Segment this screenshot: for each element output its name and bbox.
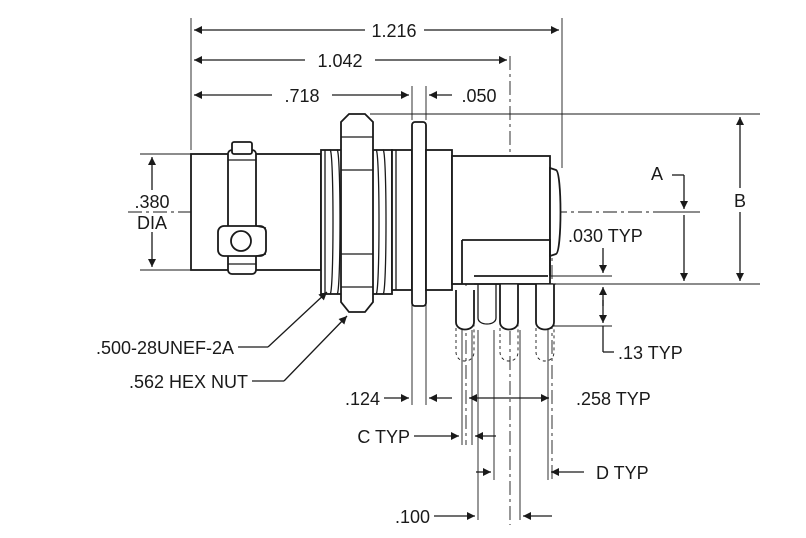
rear-body [425, 149, 562, 291]
mounting-flange [411, 121, 427, 307]
dim-pin-spacing: .258 TYP [576, 389, 651, 409]
dim-length-to-pin-center: 1.042 [317, 51, 362, 71]
pcb-pins [455, 283, 556, 362]
dimension-labels: 1.216 1.042 .718 .050 .380 DIA A B .030 … [96, 21, 746, 527]
label-height-a: A [651, 164, 663, 184]
lock-washer [391, 149, 413, 291]
dim-washer-gap: .050 [461, 86, 496, 106]
dim-flange-thickness: .124 [345, 389, 380, 409]
extension-lines [140, 18, 760, 405]
label-height-b: B [734, 191, 746, 211]
bnc-front-body [190, 141, 322, 275]
dim-overall-length: 1.216 [371, 21, 416, 41]
pin-extension-lines [461, 330, 549, 520]
dim-diameter-suffix: DIA [137, 213, 167, 233]
dim-pin-width-c: C TYP [357, 427, 410, 447]
label-hex-nut: .562 HEX NUT [129, 372, 248, 392]
dim-pin-diameter-d: D TYP [596, 463, 649, 483]
dim-pin-offset: .030 TYP [568, 226, 643, 246]
dim-outer-diameter: .380 [134, 192, 169, 212]
hex-nut [340, 113, 374, 313]
dim-front-length: .718 [284, 86, 319, 106]
label-thread-spec: .500-28UNEF-2A [96, 338, 234, 358]
dim-pin-length: .13 TYP [618, 343, 683, 363]
dim-pin-pitch: .100 [395, 507, 430, 527]
dimension-lines [148, 26, 744, 520]
